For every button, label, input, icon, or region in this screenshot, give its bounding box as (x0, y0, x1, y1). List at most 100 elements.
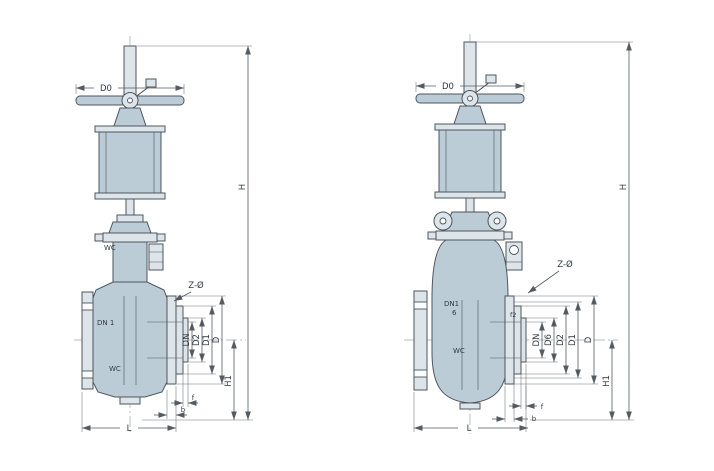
hub-cone (453, 105, 487, 125)
right-dim-label-d: D (584, 336, 594, 343)
left-dimensions: D0 Z-Ø DN D2 D1 D H1 (75, 45, 253, 434)
inlet-flange (81, 291, 94, 390)
left-dim-label-l: L (127, 424, 132, 434)
yoke-cylinder (98, 131, 162, 194)
crank-handle (145, 78, 157, 88)
callout-leader (173, 291, 192, 302)
left-dim-label-f: f (192, 394, 195, 402)
left-dim-label-d2: D2 (192, 334, 202, 346)
yoke-eye-bolt (439, 217, 447, 225)
right-bolt-holes-callout: Z-Ø (557, 259, 573, 270)
d1-extension-lines (514, 301, 582, 379)
bonnet-bolt-left (427, 231, 437, 240)
left-yoke (94, 125, 166, 216)
right-body (413, 239, 527, 410)
flange-bolt-hole (413, 301, 428, 310)
stem-lower (125, 198, 135, 216)
gland-bolt (509, 245, 519, 255)
left-valve-view: DN 1 WC WC D0 Z-Ø DN D2 D1 (74, 36, 253, 434)
right-dim-label-l: L (467, 424, 472, 434)
yoke-bottom-flange (94, 192, 166, 200)
valve-body (431, 239, 509, 404)
right-dim-label-h: H (619, 184, 629, 190)
flange-bolt-hole (413, 369, 428, 378)
h-extension-lines (137, 45, 253, 421)
bottom-boss (119, 396, 141, 405)
flange-bolt-hole (81, 302, 94, 311)
yoke-cylinder (438, 129, 502, 193)
right-dimensions: D0 Z-Ø DN D6 D2 D1 D (413, 41, 634, 434)
bonnet-flange (102, 232, 158, 243)
bonnet-neck-taper (108, 221, 152, 234)
bonnet-bolt-right (156, 233, 166, 242)
right-dim-label-h1: H1 (602, 375, 612, 387)
flange-bolt-hole (81, 370, 94, 379)
right-dim-label-d1: D1 (568, 334, 578, 346)
right-bore-label: DN1 (444, 300, 459, 308)
stem-lower (465, 197, 475, 213)
inlet-flange (413, 290, 428, 391)
left-dim-label-d1: D1 (202, 334, 212, 346)
yoke-wall-lines (445, 130, 495, 192)
bonnet-bolt-left (94, 233, 104, 242)
bonnet-bolt-right (503, 231, 513, 240)
right-bore-sublabel: 6 (452, 309, 457, 317)
crank-handle (485, 74, 497, 84)
bottom-boss (459, 402, 481, 410)
d-extension-lines (177, 295, 226, 385)
gland-side-flange (148, 243, 164, 271)
h-extension-lines (476, 41, 634, 421)
bore-lines (490, 321, 521, 359)
f-extension-lines (520, 364, 527, 409)
bonnet-flange (435, 230, 505, 241)
valve-body (92, 281, 168, 398)
right-dim-label-d2: D2 (556, 334, 566, 346)
left-material-mark-lower: WC (109, 365, 121, 373)
right-dim-label-b: b (532, 415, 537, 423)
right-dim-label-f: f (541, 403, 544, 411)
left-dim-label-d0: D0 (100, 84, 112, 94)
left-dim-label-dn: DN (182, 334, 192, 347)
yoke-wall-lines (105, 132, 155, 193)
outlet-raised-face (182, 317, 189, 363)
yoke-eye-bolt (493, 217, 501, 225)
crank-arm (473, 81, 491, 95)
right-material-mark: WC (453, 347, 465, 355)
right-dim-label-d0: D0 (442, 82, 454, 92)
right-f2-label: f2 (510, 311, 516, 319)
d2-extension-lines (521, 305, 570, 375)
callout-leader (527, 270, 560, 294)
left-handwheel-assembly (75, 45, 185, 127)
left-dim-label-h1: H1 (224, 375, 234, 387)
right-handwheel-assembly (415, 41, 525, 125)
outlet-raised-face (520, 317, 527, 363)
left-bolt-holes-callout: Z-Ø (188, 280, 204, 291)
outlet-flange-plate (504, 295, 515, 385)
left-body (81, 281, 189, 405)
yoke-bottom-flange (434, 191, 506, 199)
left-material-mark-upper: WC (104, 244, 116, 252)
yoke-top-flange (434, 123, 506, 131)
b-extension-lines (504, 378, 515, 422)
left-dim-label-b: b (181, 406, 186, 414)
right-valve-view: DN1 6 WC f2 D0 Z-Ø DN D6 D2 (404, 34, 634, 434)
f-extension-lines (182, 364, 189, 407)
right-dim-label-d6: D6 (544, 334, 554, 346)
hub-center (467, 95, 473, 102)
outlet-flange-plate (166, 295, 177, 385)
plug-lines (461, 300, 479, 390)
yoke-top-flange (94, 125, 166, 133)
bonnet-neck (112, 241, 148, 283)
valve-stem-rod (123, 45, 137, 97)
gland-bolt-lines (149, 251, 163, 263)
left-bore-label: DN 1 (97, 319, 114, 327)
left-bonnet (94, 214, 166, 283)
right-yoke (434, 123, 506, 213)
hub-center (127, 97, 133, 104)
hub-cone (113, 107, 147, 127)
gate-lines (123, 296, 137, 385)
right-dim-label-dn: DN (532, 334, 542, 347)
d-extension-lines (514, 295, 598, 385)
